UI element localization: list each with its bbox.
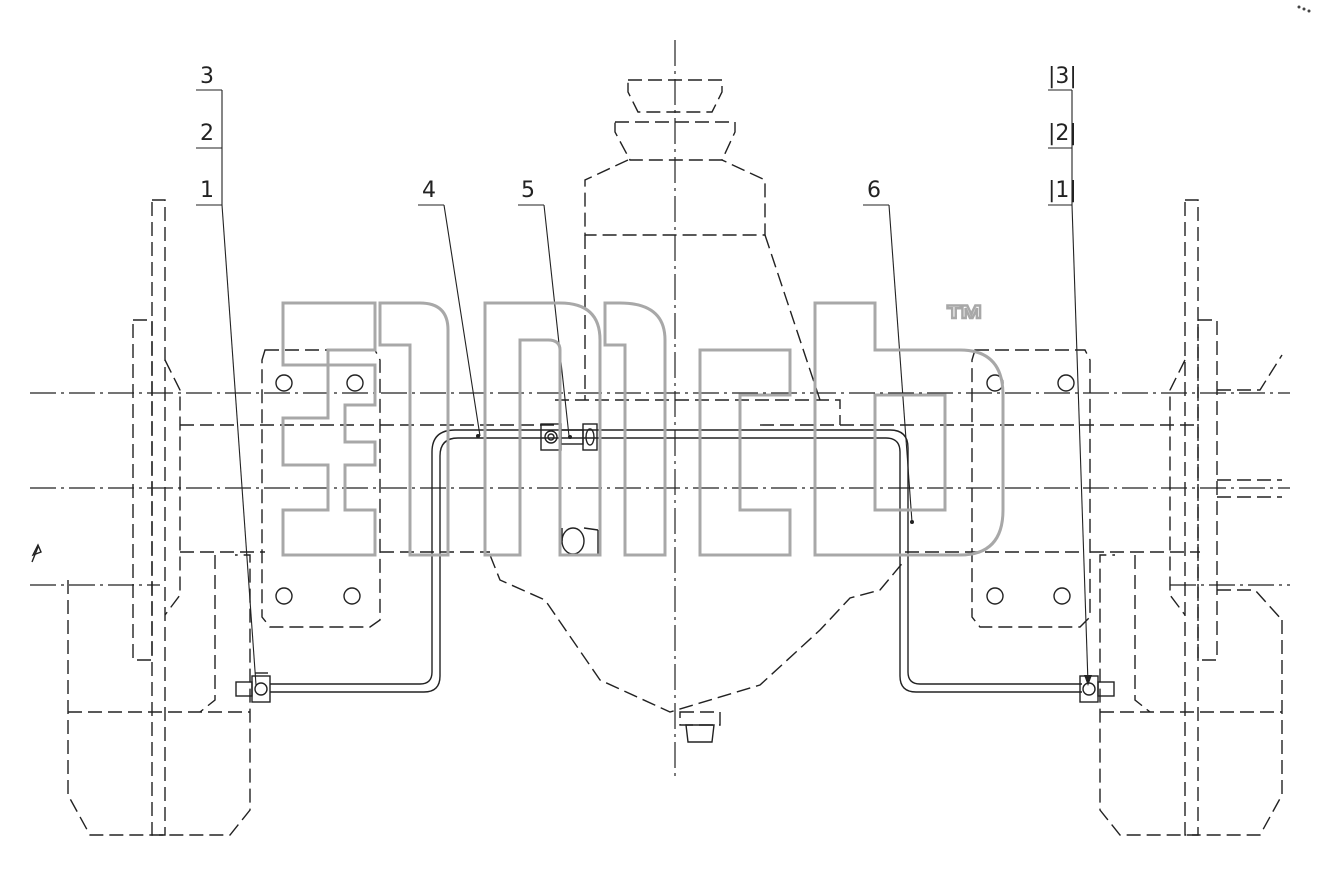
right-pipe-fitting [1079, 675, 1115, 703]
callout-2-left: 2 [200, 121, 214, 146]
center-tee-fitting [540, 423, 598, 451]
watermark-logo: ™ [281, 297, 1005, 557]
callout-3-right: |3| [1048, 64, 1077, 89]
watermark-trademark: ™ [945, 298, 985, 342]
callout-labels: 3 2 1 4 5 6 |3| |2| |1| [200, 64, 1077, 203]
pipe-clip-dot [476, 434, 480, 438]
callout-4: 4 [422, 178, 436, 203]
callout-5: 5 [521, 178, 535, 203]
brake-pipe [270, 429, 1082, 693]
callout-3-left: 3 [200, 64, 214, 89]
left-wheel-hub [31, 199, 381, 836]
right-wheel-hub [971, 199, 1283, 836]
corner-marks [1297, 5, 1311, 13]
leader-lines [196, 89, 1092, 686]
callout-1-right: |1| [1048, 178, 1077, 203]
axle-tube [180, 424, 1200, 553]
callout-1-left: 1 [200, 178, 214, 203]
centerlines [30, 40, 1290, 780]
left-pipe-fitting [235, 672, 271, 703]
callout-2-right: |2| [1048, 121, 1077, 146]
callout-6: 6 [867, 178, 881, 203]
